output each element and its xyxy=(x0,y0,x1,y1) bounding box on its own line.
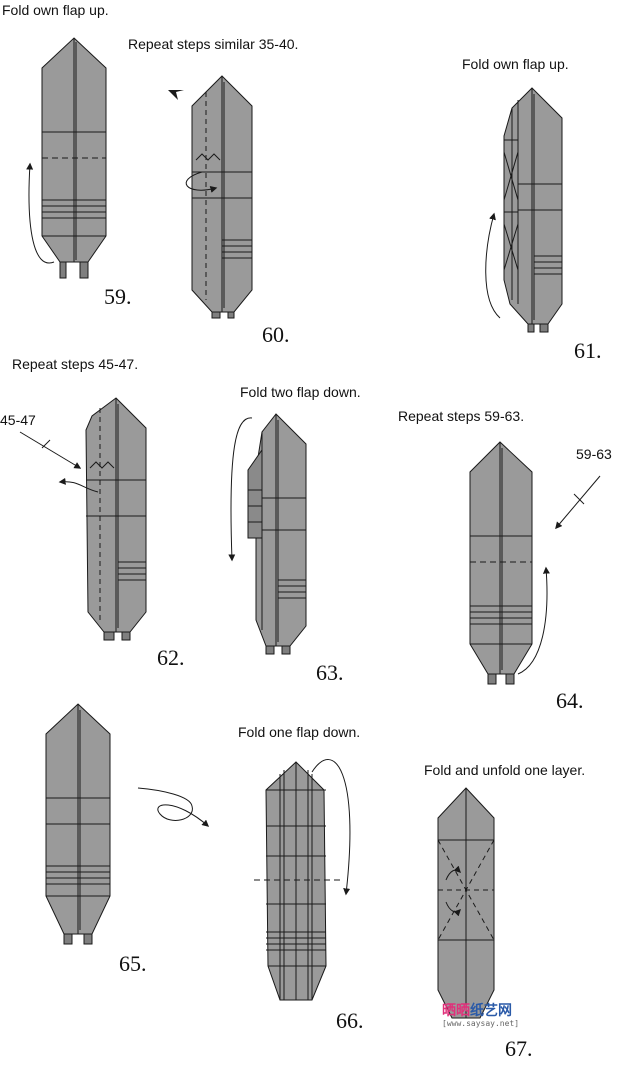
model-step-60 xyxy=(168,75,253,319)
watermark-logo: 晒晒纸艺网 xyxy=(442,1000,512,1020)
step-number-64: 64. xyxy=(556,688,584,713)
step-number-66: 66. xyxy=(336,1008,364,1033)
caption-step-63: Fold two flap down. xyxy=(240,384,361,400)
step-number-63: 63. xyxy=(316,660,344,685)
watermark-text-b: 纸艺网 xyxy=(470,1003,512,1019)
step-number-59: 59. xyxy=(104,284,132,309)
caption-step-67: Fold and unfold one layer. xyxy=(424,762,586,778)
model-step-63 xyxy=(228,413,307,655)
model-step-59 xyxy=(26,37,107,279)
model-step-64 xyxy=(469,441,601,685)
caption-step-62: Repeat steps 45-47. xyxy=(12,356,139,372)
watermark-text-a: 晒晒 xyxy=(442,1003,470,1019)
watermark: 晒晒纸艺网 [www.saysay.net] xyxy=(442,1000,552,1036)
caption-step-59: Fold own flap up. xyxy=(2,2,109,18)
caption-step-61: Fold own flap up. xyxy=(462,56,569,72)
model-step-62 xyxy=(19,397,147,641)
caption-step-66: Fold one flap down. xyxy=(238,724,361,740)
step-number-62: 62. xyxy=(157,645,185,670)
annotation-45-47: 45-47 xyxy=(0,412,36,428)
watermark-url: [www.saysay.net] xyxy=(442,1019,520,1028)
model-step-67 xyxy=(437,787,495,1019)
caption-step-64: Repeat steps 59-63. xyxy=(398,408,525,424)
step-number-67: 67. xyxy=(505,1036,533,1061)
step-number-65: 65. xyxy=(119,951,147,976)
caption-step-60: Repeat steps similar 35-40. xyxy=(128,36,299,52)
model-step-65 xyxy=(45,703,210,945)
annotation-59-63: 59-63 xyxy=(576,446,612,462)
model-step-61 xyxy=(485,87,563,333)
model-step-66 xyxy=(254,759,351,1001)
step-number-61: 61. xyxy=(574,338,602,363)
step-number-60: 60. xyxy=(262,322,290,347)
